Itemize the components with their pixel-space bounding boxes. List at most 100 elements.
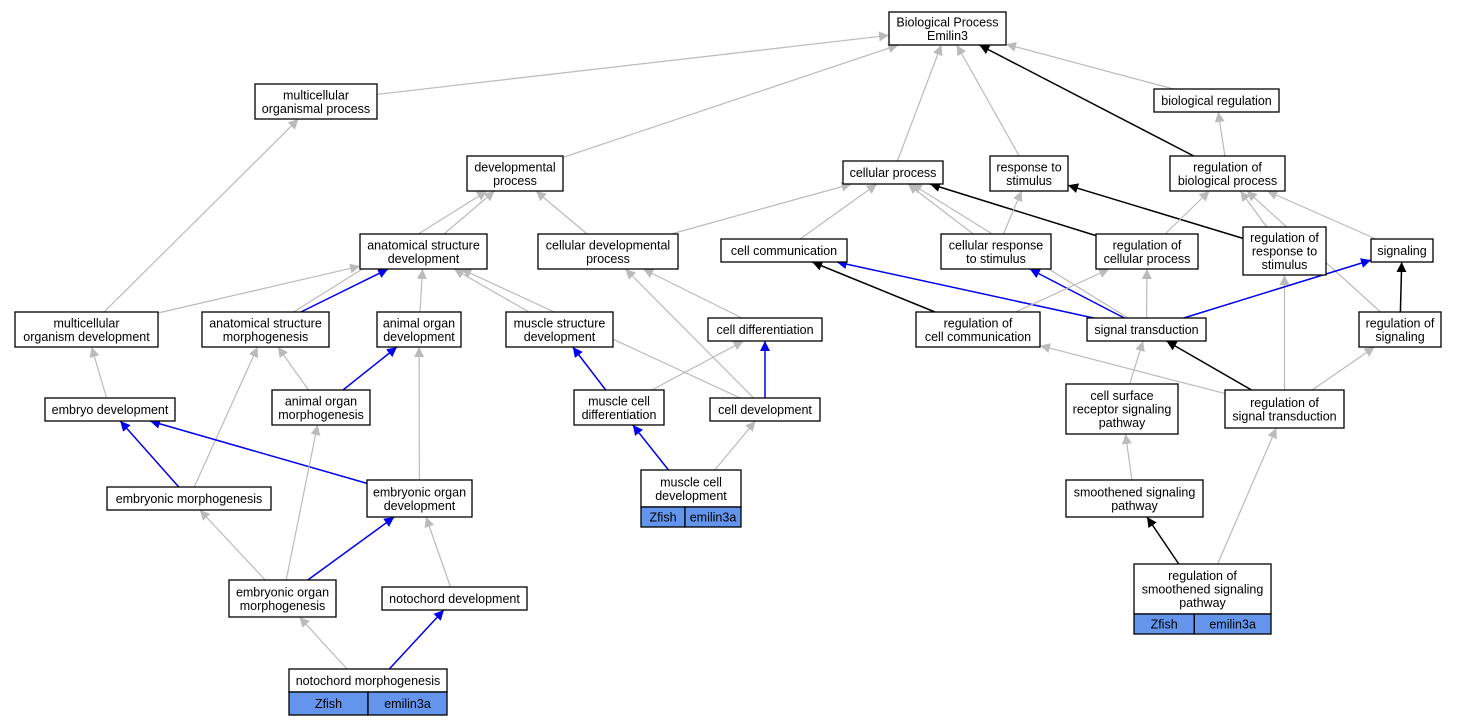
node-box bbox=[842, 160, 944, 185]
node-box bbox=[720, 238, 848, 263]
edge-multicellular-organism-development-to-multicellular-organismal-process bbox=[103, 118, 299, 313]
edge-embryo-development-to-multicellular-organism-development bbox=[89, 346, 108, 399]
node-label-line: biological process bbox=[1178, 174, 1277, 188]
node-box bbox=[366, 479, 473, 518]
edge-muscle-cell-differentiation-to-cell-differentiation bbox=[651, 340, 744, 391]
edge-notochord-development-to-embryonic-organ-development bbox=[424, 516, 452, 588]
node-signaling[interactable]: signaling bbox=[1370, 238, 1434, 263]
edge-cellular-response-to-stimulus-to-response-to-stimulus bbox=[1002, 190, 1023, 235]
node-label-line: muscle cell bbox=[588, 394, 650, 408]
gene-label: emilin3a bbox=[690, 511, 737, 525]
edge-embryonic-morphogenesis-to-anatomical-structure-morphogenesis bbox=[193, 346, 259, 488]
node-notochord-development[interactable]: notochord development bbox=[381, 586, 528, 611]
species-label: Zfish bbox=[649, 511, 676, 525]
gene-cell[interactable] bbox=[1193, 613, 1272, 635]
node-signal-transduction[interactable]: signal transduction bbox=[1086, 317, 1207, 342]
node-label-line: signaling bbox=[1375, 330, 1424, 344]
node-box bbox=[1169, 155, 1286, 192]
gene-cell[interactable] bbox=[367, 691, 448, 716]
node-label-line: regulation of bbox=[1366, 316, 1435, 330]
node-biological-regulation[interactable]: biological regulation bbox=[1153, 88, 1280, 113]
node-box bbox=[709, 397, 821, 422]
edge-regulation-of-cellular-process-to-regulation-of-biological-process bbox=[1164, 190, 1210, 235]
node-box bbox=[537, 233, 679, 270]
node-label-line: development bbox=[384, 499, 456, 513]
edge-notochord-morphogenesis-to-embryonic-organ-morphogenesis bbox=[298, 616, 348, 670]
node-label-line: regulation of bbox=[1193, 160, 1262, 174]
edge-multicellular-organismal-process-to-root bbox=[376, 31, 890, 95]
edge-embryonic-organ-development-to-embryo-development bbox=[149, 418, 368, 485]
node-box bbox=[888, 11, 1007, 46]
node-box bbox=[254, 83, 378, 120]
edge-anatomical-structure-morphogenesis-to-anatomical-structure-development bbox=[300, 268, 389, 313]
edge-cellular-response-to-stimulus-to-cellular-process bbox=[907, 183, 974, 235]
node-label-line: differentiation bbox=[582, 408, 657, 422]
edge-regulation-of-signal-transduction-to-regulation-of-cell-communication bbox=[1039, 343, 1226, 395]
node-embryo-development[interactable]: embryo development bbox=[44, 397, 176, 422]
node-box bbox=[359, 233, 488, 270]
node-label-line: process bbox=[493, 174, 537, 188]
node-label-line: pathway bbox=[1111, 499, 1158, 513]
node-cell-communication[interactable]: cell communication bbox=[720, 238, 848, 263]
edge-regulation-of-biological-process-to-root bbox=[979, 44, 1195, 157]
node-label-line: signaling bbox=[1377, 244, 1426, 258]
edge-regulation-of-signaling-to-signaling bbox=[1396, 261, 1407, 313]
node-cellular-process[interactable]: cellular process bbox=[842, 160, 944, 185]
gene-label: emilin3a bbox=[1209, 618, 1256, 632]
node-label-line: anatomical structure bbox=[367, 238, 480, 252]
node-box bbox=[1242, 226, 1327, 276]
node-label-line: multicellular bbox=[54, 316, 120, 330]
node-box bbox=[1086, 317, 1207, 342]
edge-embryonic-organ-morphogenesis-to-embryonic-organ-development bbox=[307, 516, 395, 581]
node-label-line: pathway bbox=[1099, 416, 1146, 430]
node-label-line: notochord development bbox=[389, 592, 520, 606]
node-label-line: response to bbox=[996, 160, 1061, 174]
node-label-line: developmental bbox=[474, 160, 555, 174]
gene-label: emilin3a bbox=[384, 697, 431, 711]
node-box bbox=[1095, 233, 1199, 270]
edge-signal-transduction-to-cell-communication bbox=[836, 259, 1094, 319]
edge-smoothened-signaling-pathway-to-cell-surface-receptor-signaling-pathway bbox=[1121, 433, 1133, 481]
edge-cell-differentiation-to-cellular-developmental-process bbox=[642, 268, 743, 319]
node-label-line: cell communication bbox=[731, 244, 837, 258]
node-cell-development[interactable]: cell development bbox=[709, 397, 821, 422]
node-label-line: embryonic organ bbox=[373, 485, 466, 499]
gene-cell[interactable] bbox=[684, 506, 742, 528]
node-label-line: cellular process bbox=[850, 166, 937, 180]
node-cell-differentiation[interactable]: cell differentiation bbox=[707, 317, 823, 342]
node-embryonic-morphogenesis[interactable]: embryonic morphogenesis bbox=[106, 486, 272, 511]
node-label-line: signal transduction bbox=[1232, 409, 1336, 423]
edge-embryonic-organ-morphogenesis-to-animal-organ-morphogenesis bbox=[285, 424, 321, 581]
edge-signal-transduction-to-signaling bbox=[1183, 258, 1372, 319]
edge-regulation-of-signal-transduction-to-signal-transduction bbox=[1166, 340, 1252, 391]
node-box bbox=[14, 311, 159, 348]
